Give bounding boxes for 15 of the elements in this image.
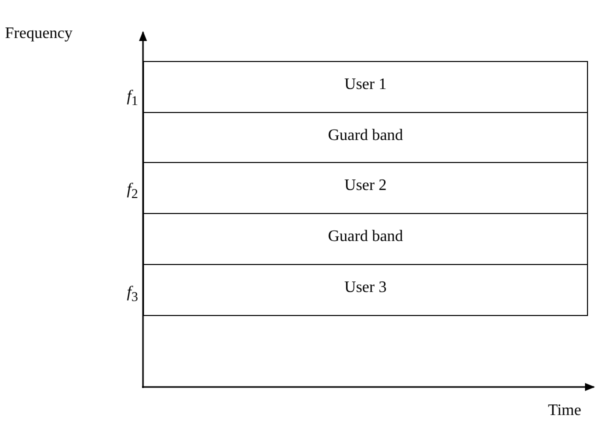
frequency-label: f$_{1}$	[126, 88, 138, 110]
guard-band	[143, 112, 588, 164]
frequency-label: f$_{3}$	[126, 284, 138, 306]
band-label: Guard band	[328, 228, 404, 246]
band-label: User 1	[344, 76, 387, 94]
axis-label: Time	[548, 402, 582, 420]
axis-label: Frequency	[5, 25, 73, 43]
band-label: User 3	[344, 279, 387, 297]
user-band	[143, 162, 588, 214]
guard-band	[143, 213, 588, 265]
band-label: Guard band	[328, 127, 404, 145]
user-band	[143, 61, 588, 113]
frequency-label: f$_{2}$	[126, 181, 138, 204]
user-band	[143, 264, 588, 316]
band-label: User 2	[344, 177, 387, 195]
